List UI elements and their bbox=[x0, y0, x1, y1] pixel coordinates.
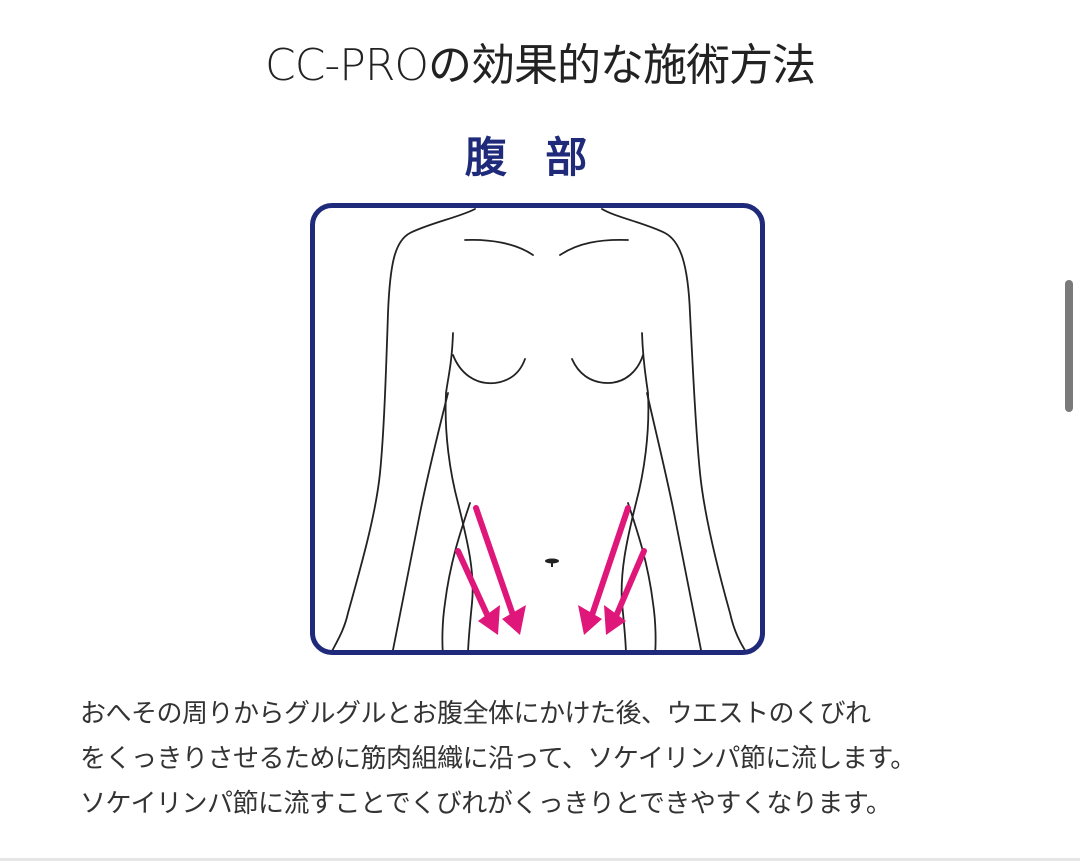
right-inner-arm bbox=[646, 392, 702, 650]
bottom-divider bbox=[0, 858, 1080, 861]
description-line-3: ソケイリンパ節に流すことでくびれがくっきりとできやすくなります。 bbox=[80, 789, 892, 819]
left-collarbone bbox=[464, 238, 534, 256]
section-heading: 腹 部 bbox=[464, 133, 600, 182]
description-text: おへその周りからグルグルとお腹全体にかけた後、ウエストのくびれ をくっきりさせる… bbox=[80, 692, 1020, 827]
left-hip bbox=[441, 502, 471, 650]
left-torso-side bbox=[444, 332, 474, 650]
description-line-1: おへその周りからグルグルとお腹全体にかけた後、ウエストのくびれ bbox=[80, 699, 871, 729]
body-outline-diagram bbox=[331, 208, 746, 650]
right-breast bbox=[571, 354, 644, 384]
arrow-right-inner bbox=[587, 505, 631, 624]
abdomen-illustration bbox=[310, 203, 765, 655]
right-hip bbox=[627, 502, 657, 650]
scrollbar-thumb[interactable] bbox=[1065, 280, 1073, 412]
right-collarbone bbox=[559, 238, 629, 256]
arrow-left-outer bbox=[455, 548, 493, 624]
left-breast bbox=[452, 354, 526, 385]
right-torso-side bbox=[620, 332, 650, 650]
arrow-left-inner bbox=[473, 505, 518, 624]
left-inner-arm bbox=[392, 392, 449, 650]
arrow-right-outer bbox=[611, 548, 647, 624]
left-shoulder-line bbox=[331, 208, 476, 650]
right-shoulder-line bbox=[601, 208, 746, 650]
page-title: CC-PROの効果的な施術方法 bbox=[264, 40, 816, 91]
description-line-2: をくっきりさせるために筋肉組織に沿って、ソケイリンパ節に流します。 bbox=[80, 744, 916, 774]
